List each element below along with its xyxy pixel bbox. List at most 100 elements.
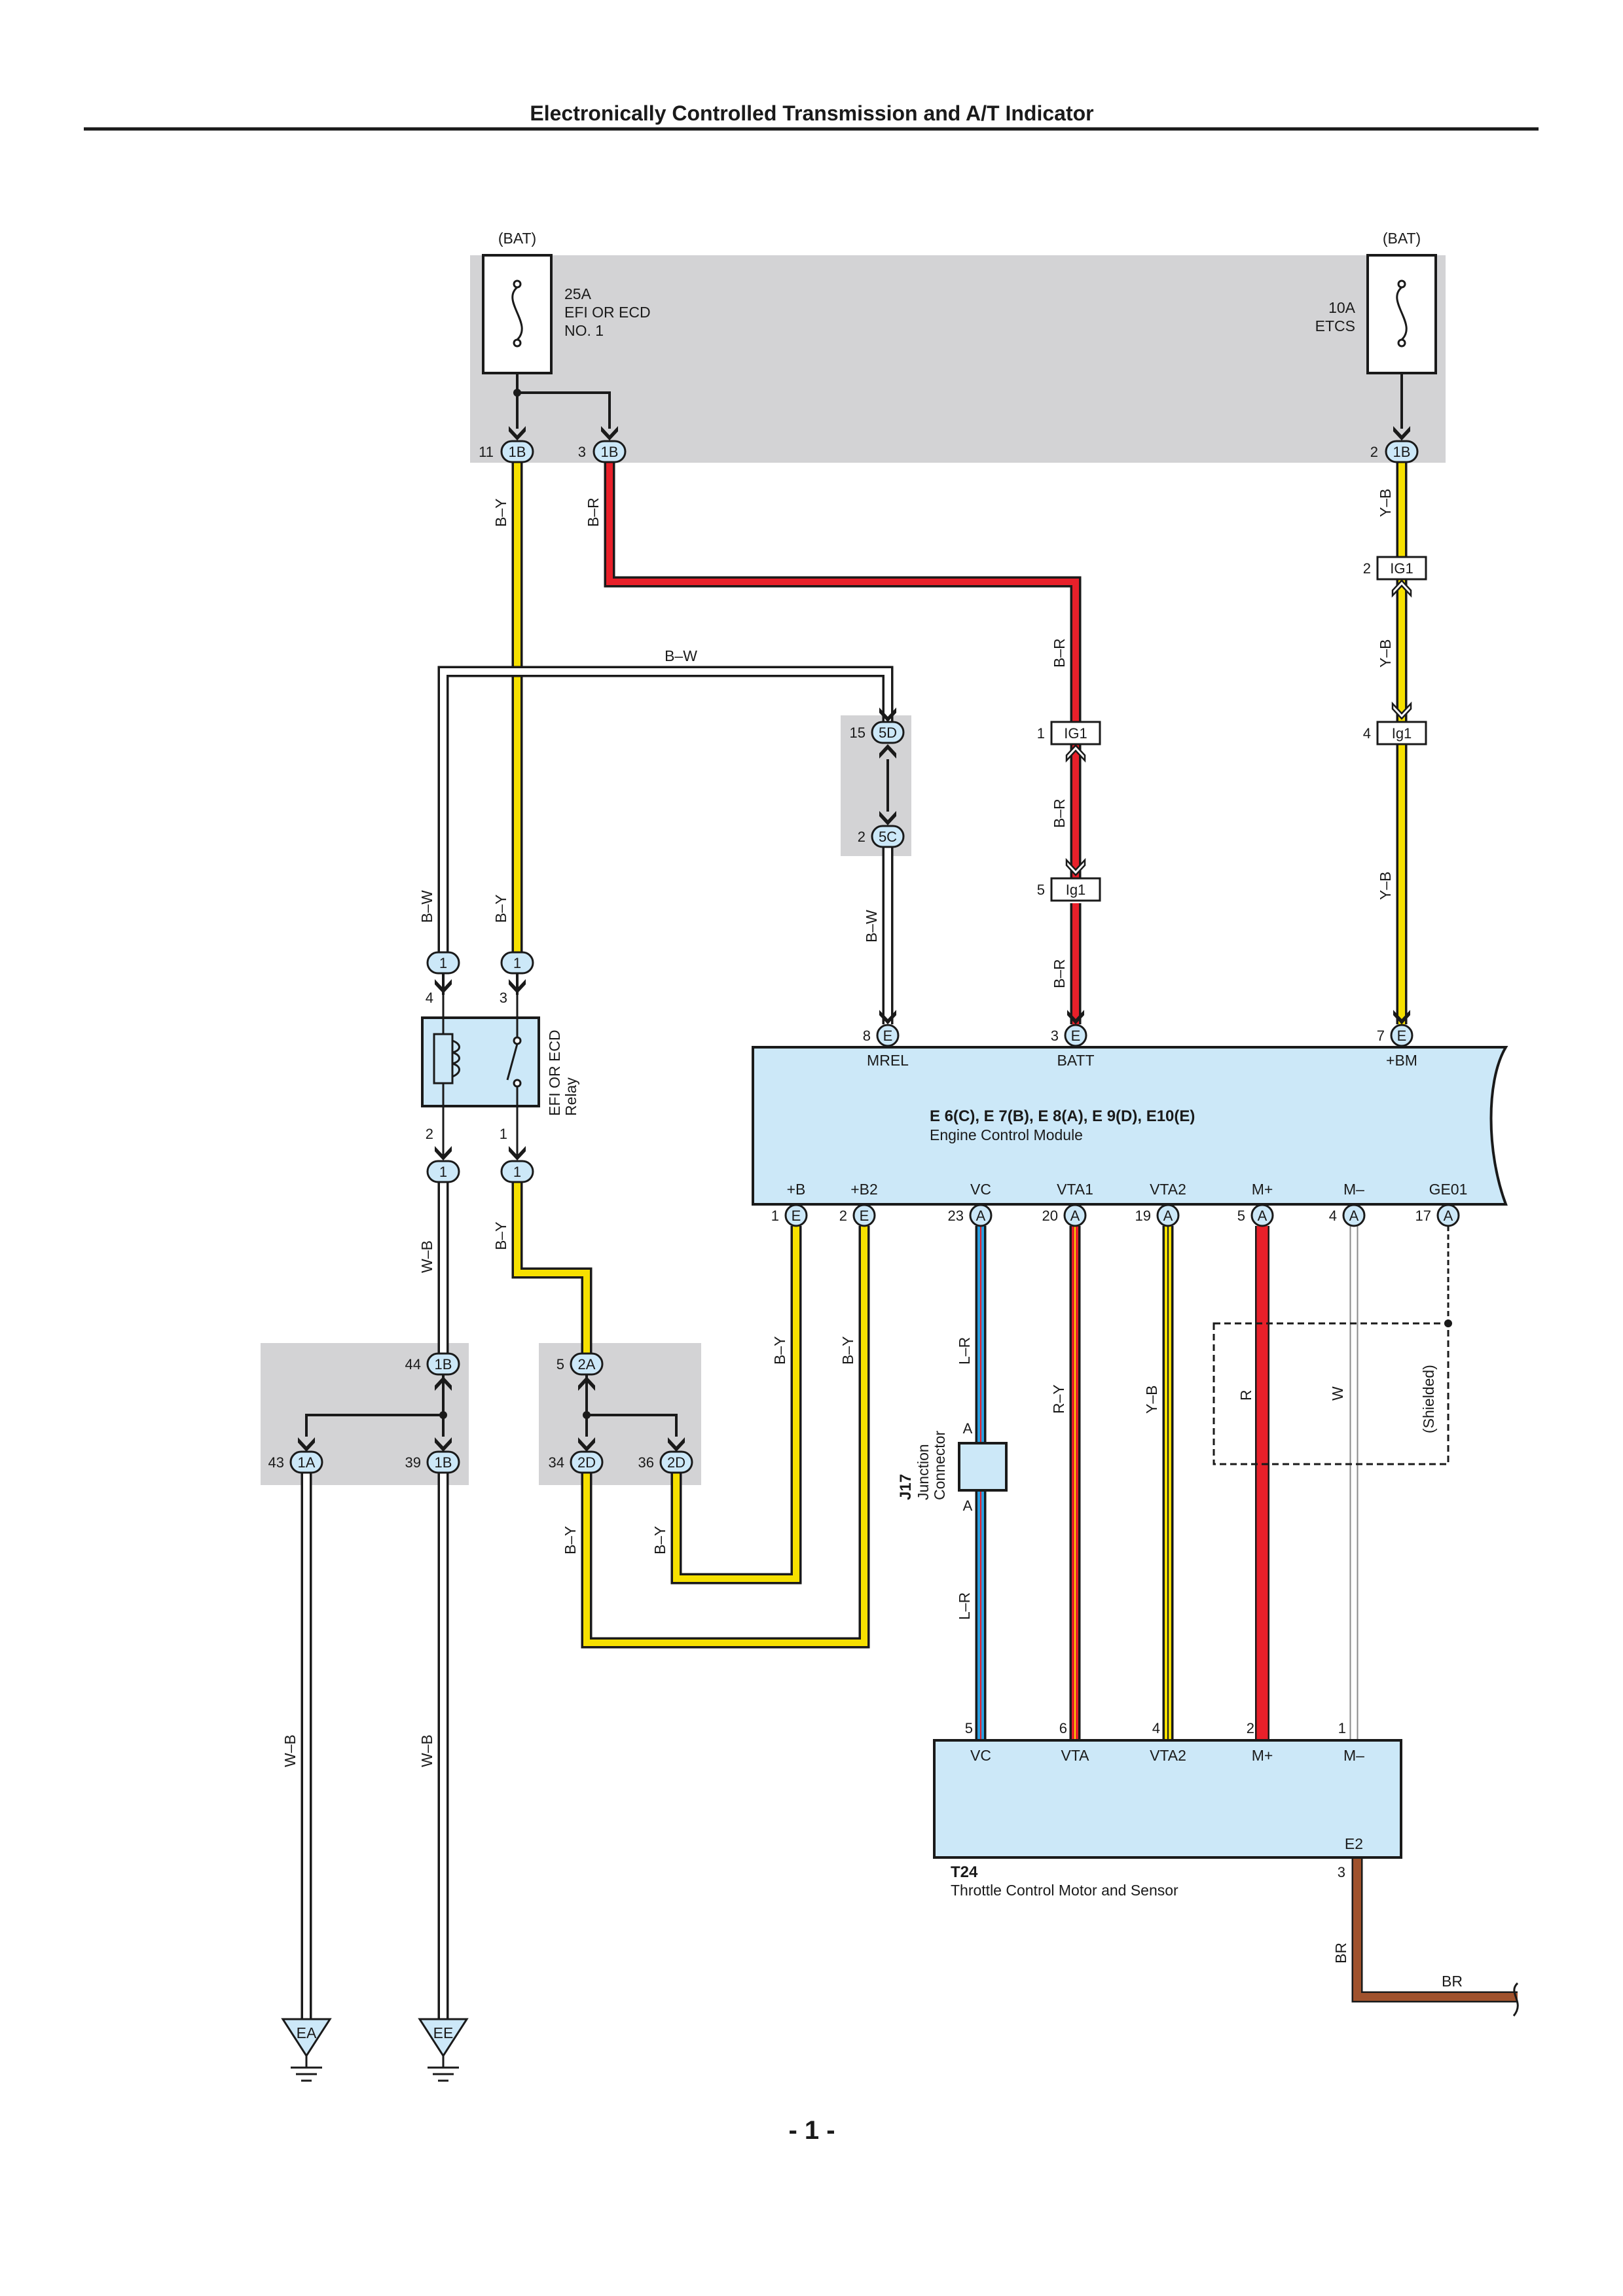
terminal-pin-number: 17 — [1415, 1208, 1431, 1224]
svg-text:3: 3 — [500, 990, 507, 1006]
terminal-connector-code: E — [1397, 1028, 1407, 1044]
splice-dot — [513, 389, 521, 397]
connector-1b-44: 1B 44 — [405, 1352, 460, 1391]
svg-text:IG1: IG1 — [1064, 725, 1087, 742]
terminal-pin-number: 5 — [1237, 1208, 1245, 1224]
connector-1a-43: 1A 43 — [268, 1437, 323, 1474]
terminal-connector-code: E — [792, 1208, 801, 1224]
svg-text:36: 36 — [638, 1454, 654, 1471]
svg-text:2: 2 — [1363, 560, 1371, 577]
wire-label: BR — [1442, 1973, 1463, 1990]
svg-text:1B: 1B — [435, 1454, 452, 1471]
wire-label: R — [1237, 1390, 1254, 1401]
wire-b-y-b — [670, 1226, 802, 1585]
connector-2d-34: 2D 34 — [549, 1437, 604, 1474]
terminal-pin-number: 1 — [1338, 1720, 1346, 1736]
ecm-terminal-bm: E7+BM — [1377, 1010, 1417, 1069]
terminal-pin-number: 2 — [839, 1208, 847, 1224]
wire-label: W–B — [418, 1734, 435, 1767]
relay-name-label: EFI OR ECD — [546, 1030, 563, 1116]
wire-label: B–R — [1051, 959, 1068, 988]
engine-control-module: E 6(C), E 7(B), E 8(A), E 9(D), E10(E) E… — [752, 1046, 1508, 1206]
svg-text:2: 2 — [426, 1126, 433, 1142]
terminal-connector-code: A — [1349, 1208, 1359, 1224]
connector-5d-15: 5D 15 — [850, 708, 905, 759]
svg-text:5: 5 — [556, 1356, 564, 1372]
wire-label: L–R — [956, 1337, 973, 1365]
junction-pin-label: A — [963, 1420, 973, 1437]
sensor-terminal-mplus: 2M+ — [1247, 1720, 1273, 1764]
fuse-10a-etcs: (BAT) 10A ETCS — [1315, 230, 1437, 429]
connector-relay-bottom-1: 1 1 — [500, 1126, 534, 1183]
terminal-label: M+ — [1252, 1747, 1273, 1764]
svg-text:1B: 1B — [509, 444, 526, 460]
connector-1b-3: 1B 3 — [578, 426, 627, 463]
efi-ecd-relay: EFI OR ECD Relay — [421, 995, 579, 1155]
terminal-label: M– — [1343, 1747, 1364, 1764]
terminal-label: VC — [970, 1747, 991, 1764]
connector-1b-39: 1B 39 — [405, 1437, 460, 1474]
fuse-name-label: EFI OR ECD — [564, 304, 651, 321]
sensor-ground-terminal-label: E2 — [1345, 1835, 1363, 1852]
wire-b-w-mrel — [437, 666, 894, 1024]
connector-5c-2: 5C 2 — [858, 811, 905, 848]
terminal-label: +BM — [1386, 1052, 1417, 1069]
fuse-rating-label: 25A — [564, 285, 592, 302]
wire-label: L–R — [956, 1592, 973, 1620]
terminal-pin-number: 19 — [1135, 1208, 1151, 1224]
wire-label: W–B — [418, 1240, 435, 1273]
fuse-splice — [517, 391, 611, 429]
svg-text:44: 44 — [405, 1356, 421, 1372]
terminal-connector-code: A — [1258, 1208, 1267, 1224]
connector-relay-top-3: 1 3 — [500, 951, 534, 1006]
fuse-25a-efi: (BAT) 25A EFI OR ECD NO. 1 — [482, 230, 651, 429]
junction-code-label: J17 — [897, 1474, 915, 1500]
connector-ig1-2: IG1 2 — [1363, 556, 1427, 597]
terminal-pin-number: 7 — [1377, 1028, 1385, 1044]
fuse-source-label: (BAT) — [498, 230, 536, 247]
terminal-label: +B — [787, 1181, 806, 1198]
terminal-label: VTA2 — [1150, 1747, 1186, 1764]
svg-text:4: 4 — [1363, 725, 1371, 742]
wire-label: B–W — [665, 647, 697, 664]
terminal-label: M+ — [1252, 1181, 1273, 1198]
wire-label: B–Y — [839, 1336, 856, 1365]
wire-w-b-ground — [301, 1172, 449, 2019]
terminal-label: VTA2 — [1150, 1181, 1186, 1198]
svg-text:2: 2 — [1370, 444, 1378, 460]
splice-1b — [305, 1374, 445, 1437]
connector-1b-2: 1B 2 — [1370, 426, 1419, 463]
svg-text:3: 3 — [578, 444, 586, 460]
ground-ee: EE — [418, 2018, 468, 2082]
wire-b-y-relay-2a — [511, 1172, 593, 1355]
svg-text:2D: 2D — [577, 1454, 596, 1471]
terminal-label: VTA — [1061, 1747, 1089, 1764]
page-number: - 1 - — [788, 2116, 835, 2145]
wire-label: B–R — [585, 497, 602, 527]
svg-text:2D: 2D — [667, 1454, 685, 1471]
svg-text:Ig1: Ig1 — [1066, 882, 1086, 898]
wire-label: B–Y — [492, 895, 509, 923]
wire-label: BR — [1332, 1943, 1349, 1964]
terminal-connector-code: E — [883, 1028, 893, 1044]
terminal-connector-code: A — [976, 1208, 986, 1224]
shield-box — [1213, 1322, 1450, 1465]
terminal-connector-code: A — [1163, 1208, 1173, 1224]
wire-label: Y–B — [1377, 872, 1394, 900]
sensor-terminal-vc: 5VC — [965, 1720, 991, 1764]
wire-label: Y–B — [1377, 489, 1394, 517]
sensor-ground-pin: 3 — [1338, 1864, 1345, 1880]
terminal-pin-number: 23 — [948, 1208, 964, 1224]
terminal-label: GE01 — [1429, 1181, 1468, 1198]
connector-2a-5: 2A 5 — [556, 1352, 604, 1391]
ground-ea: EA — [282, 2018, 331, 2082]
fuse-rating-label: 10A — [1328, 299, 1356, 316]
terminal-connector-code: A — [1070, 1208, 1080, 1224]
fuse-name-label: ETCS — [1315, 317, 1355, 334]
